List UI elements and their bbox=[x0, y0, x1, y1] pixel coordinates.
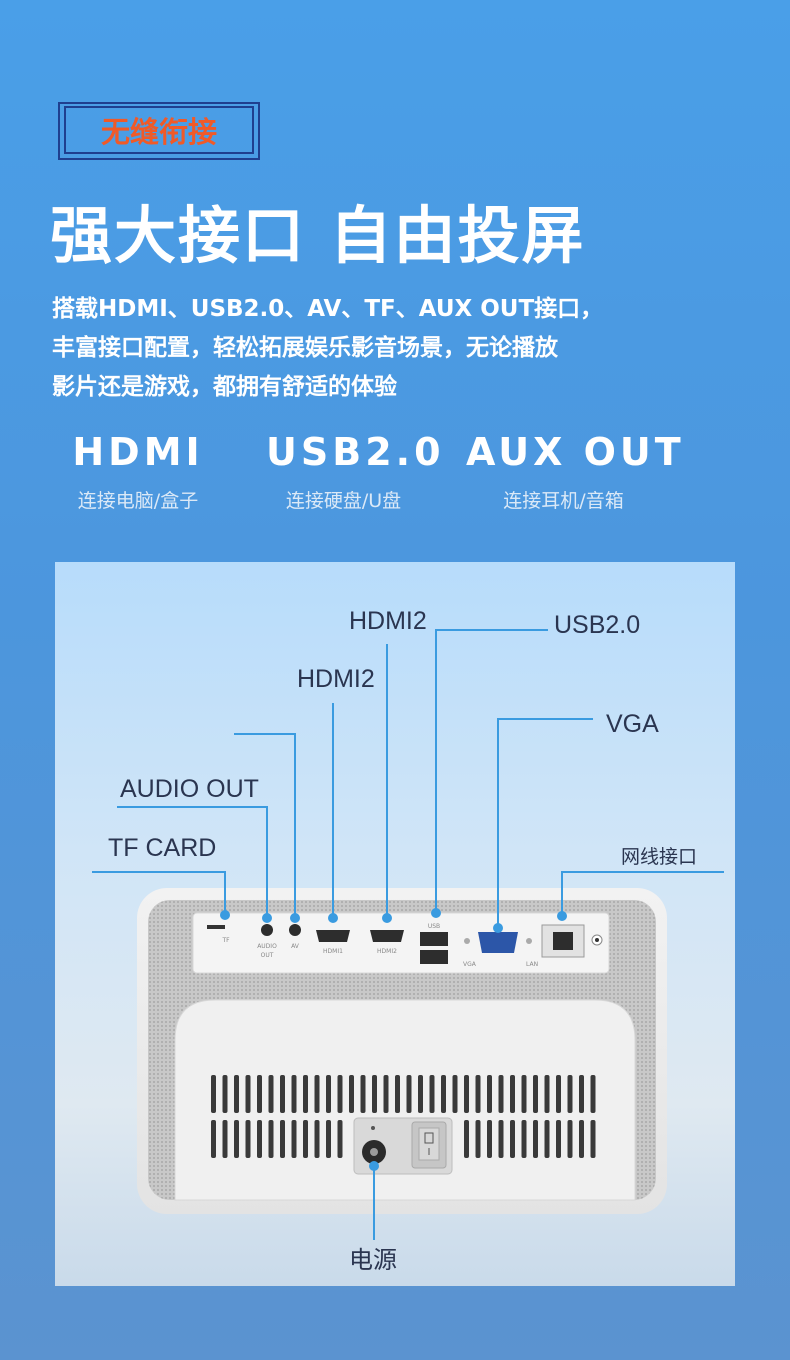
section-tag-frame bbox=[58, 102, 260, 160]
callout-vga: VGA bbox=[606, 710, 659, 738]
page-title: 强大接口 自由投屏 bbox=[50, 199, 586, 272]
callout-dots bbox=[220, 908, 567, 1171]
callout-usb: USB2.0 bbox=[554, 611, 640, 639]
description-line: 影片还是游戏，都拥有舒适的体验 bbox=[52, 374, 397, 400]
hdmi1-port-icon bbox=[316, 930, 350, 942]
feature-hdmi: HDMI 连接电脑/盒子 bbox=[52, 430, 224, 513]
callout-audio-out: AUDIO OUT bbox=[120, 775, 259, 803]
hdmi2-port-icon bbox=[370, 930, 404, 942]
callout-hdmi2-top: HDMI2 bbox=[349, 607, 427, 635]
callout-tf-card: TF CARD bbox=[108, 834, 216, 862]
port-label-av: AV bbox=[291, 943, 300, 950]
port-label-lan: LAN bbox=[526, 961, 538, 968]
description: 搭载HDMI、USB2.0、AV、TF、AUX OUT接口， 丰富接口配置，轻松… bbox=[52, 290, 692, 407]
usb-port-icon bbox=[420, 950, 448, 964]
feature-subtitle: 连接耳机/音箱 bbox=[503, 490, 624, 512]
port-label-audio: AUDIO bbox=[257, 943, 277, 950]
port-label-out: OUT bbox=[261, 952, 274, 959]
port-label-hdmi2: HDMI2 bbox=[377, 948, 397, 955]
projector-body bbox=[137, 888, 667, 1214]
feature-title: AUX OUT bbox=[466, 430, 685, 474]
port-label-usb: USB bbox=[428, 923, 440, 930]
audio-jack-icon bbox=[261, 924, 273, 936]
callout-lines bbox=[92, 629, 724, 1240]
io-ports: TF AUDIO OUT AV HDMI1 HDMI2 USB VGA LAN bbox=[207, 923, 603, 968]
callout-hdmi2: HDMI2 bbox=[297, 665, 375, 693]
section-tag: 无缝衔接 bbox=[64, 106, 254, 154]
vga-port-icon bbox=[478, 932, 518, 953]
feature-title: HDMI bbox=[72, 430, 204, 474]
description-line: 丰富接口配置，轻松拓展娱乐影音场景，无论播放 bbox=[52, 335, 558, 361]
feature-usb: USB2.0 连接硬盘/U盘 bbox=[266, 430, 445, 513]
feature-subtitle: 连接硬盘/U盘 bbox=[285, 490, 402, 512]
feature-aux: AUX OUT 连接耳机/音箱 bbox=[466, 430, 685, 513]
callout-lan: 网线接口 bbox=[621, 846, 697, 868]
tf-slot-icon bbox=[207, 925, 225, 929]
vent-slots bbox=[211, 1075, 596, 1158]
port-label-vga: VGA bbox=[463, 961, 477, 968]
av-jack-icon bbox=[289, 924, 301, 936]
description-line: 搭载HDMI、USB2.0、AV、TF、AUX OUT接口， bbox=[52, 296, 604, 322]
port-label-hdmi1: HDMI1 bbox=[323, 948, 343, 955]
port-label-tf: TF bbox=[221, 937, 230, 944]
usb-port-icon bbox=[420, 932, 448, 946]
callout-power: 电源 bbox=[349, 1246, 397, 1274]
feature-title: USB2.0 bbox=[266, 430, 445, 474]
feature-subtitle: 连接电脑/盒子 bbox=[77, 490, 199, 512]
